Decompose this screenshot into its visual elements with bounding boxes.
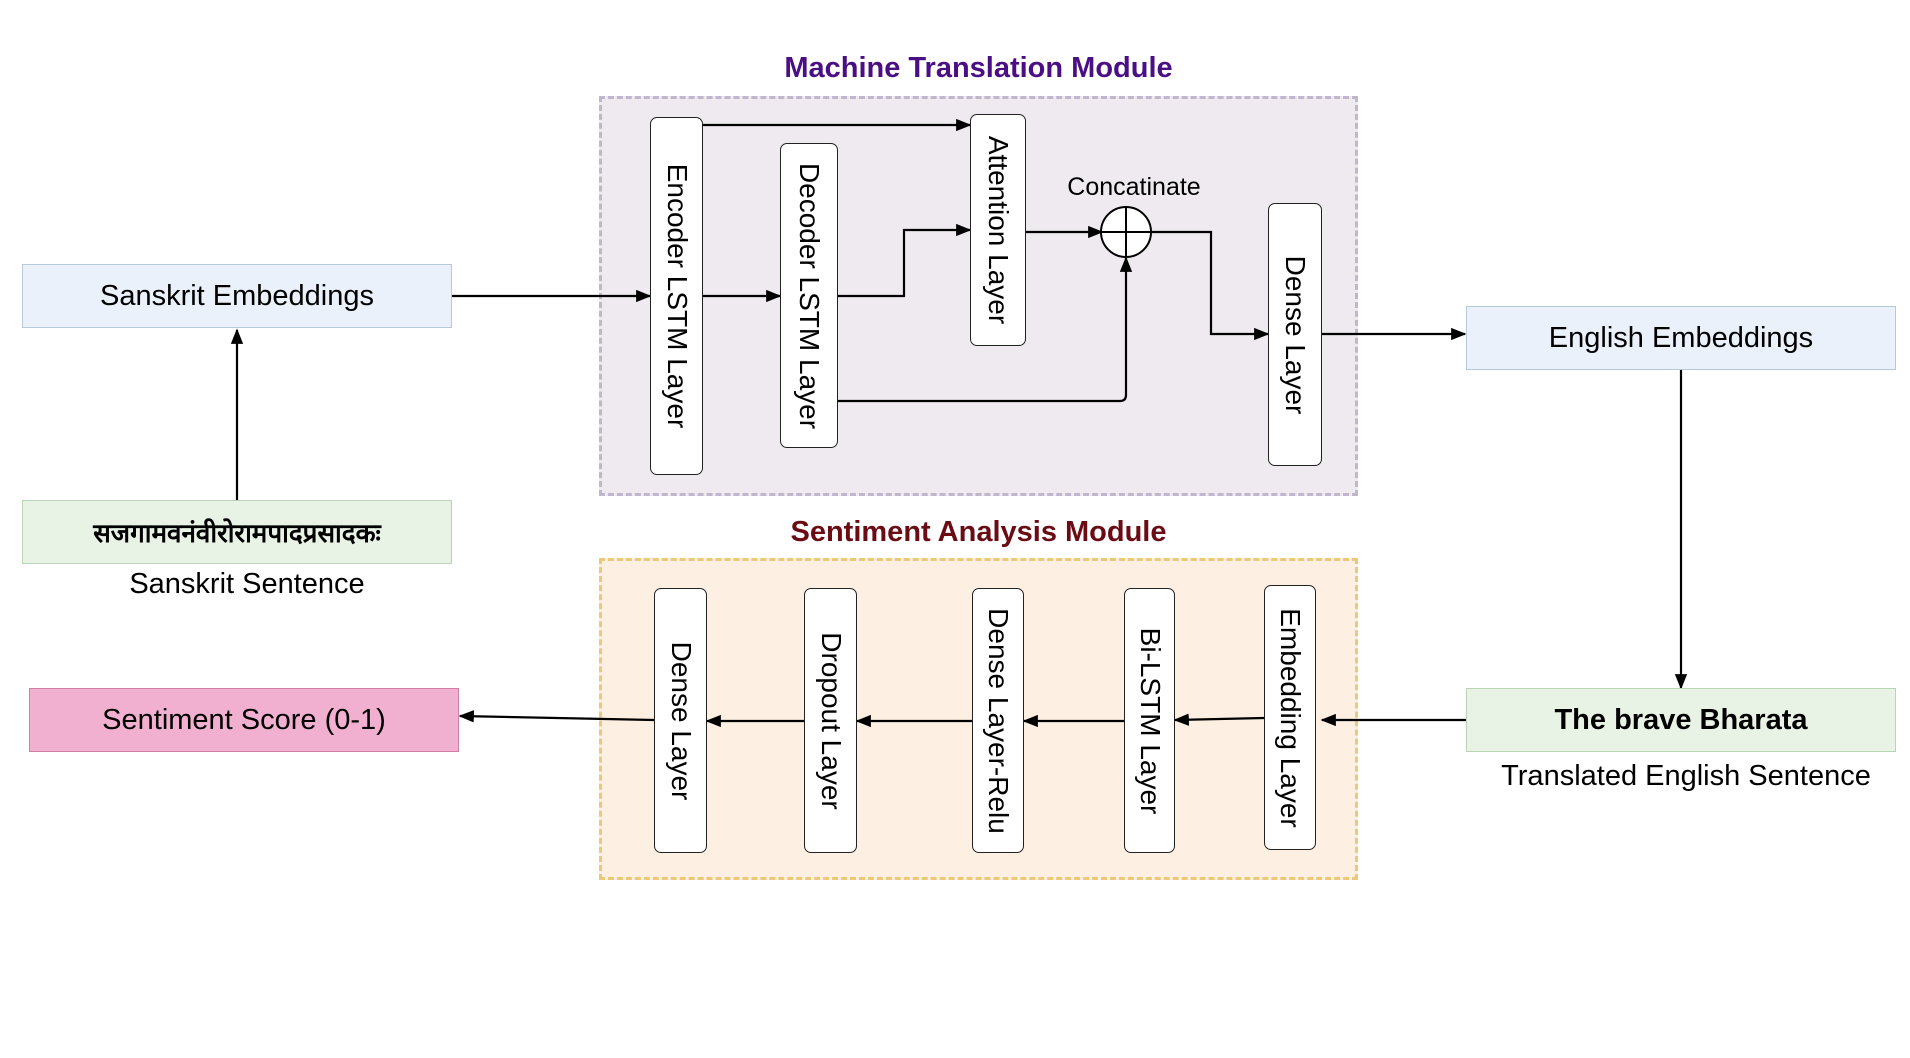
concatenate-node	[1100, 206, 1152, 258]
arrow-dense-to-score	[458, 710, 655, 723]
decoder-lstm-layer: Decoder LSTM Layer	[780, 143, 838, 448]
sentiment-score-box: Sentiment Score (0-1)	[29, 688, 459, 752]
dense-relu-layer: Dense Layer-Relu	[972, 588, 1024, 853]
dropout-layer: Dropout Layer	[804, 588, 857, 853]
sentiment-analysis-title: Sentiment Analysis Module	[790, 516, 1167, 548]
decoder-lstm-label: Decoder LSTM Layer	[794, 162, 825, 429]
arrow-decoder-to-concat	[838, 256, 1133, 403]
concatenate-label: Concatinate	[1067, 173, 1201, 201]
sanskrit-sentence-box: सजगामवनंवीरोरामपादप्रसादकः	[22, 500, 452, 564]
embedding-layer: Embedding Layer	[1264, 585, 1316, 850]
sanskrit-embeddings-box: Sanskrit Embeddings	[22, 264, 452, 328]
arrow-embedding-to-bilstm	[1173, 713, 1265, 726]
arrow-concat-to-dense	[1152, 230, 1270, 341]
attention-layer: Attention Layer	[970, 114, 1026, 346]
sa-dense-layer: Dense Layer	[654, 588, 707, 853]
encoder-lstm-layer: Encoder LSTM Layer	[650, 117, 703, 475]
arrow-decoder-to-attention	[838, 223, 972, 298]
machine-translation-title: Machine Translation Module	[784, 52, 1173, 84]
embedding-label: Embedding Layer	[1275, 607, 1306, 828]
bilstm-layer: Bi-LSTM Layer	[1124, 588, 1175, 853]
english-embeddings-box: English Embeddings	[1466, 306, 1896, 370]
sanskrit-sentence-caption: Sanskrit Sentence	[129, 568, 365, 600]
mt-dense-layer: Dense Layer	[1268, 203, 1322, 466]
bilstm-label: Bi-LSTM Layer	[1134, 627, 1166, 814]
translated-sentence-box: The brave Bharata	[1466, 688, 1896, 752]
mt-dense-label: Dense Layer	[1280, 255, 1311, 414]
dense-relu-label: Dense Layer-Relu	[983, 607, 1014, 834]
translated-sentence-caption: Translated English Sentence	[1501, 760, 1871, 792]
dropout-label: Dropout Layer	[815, 631, 847, 810]
attention-label: Attention Layer	[983, 135, 1014, 325]
sa-dense-label: Dense Layer	[665, 641, 697, 800]
encoder-lstm-label: Encoder LSTM Layer	[661, 163, 693, 429]
